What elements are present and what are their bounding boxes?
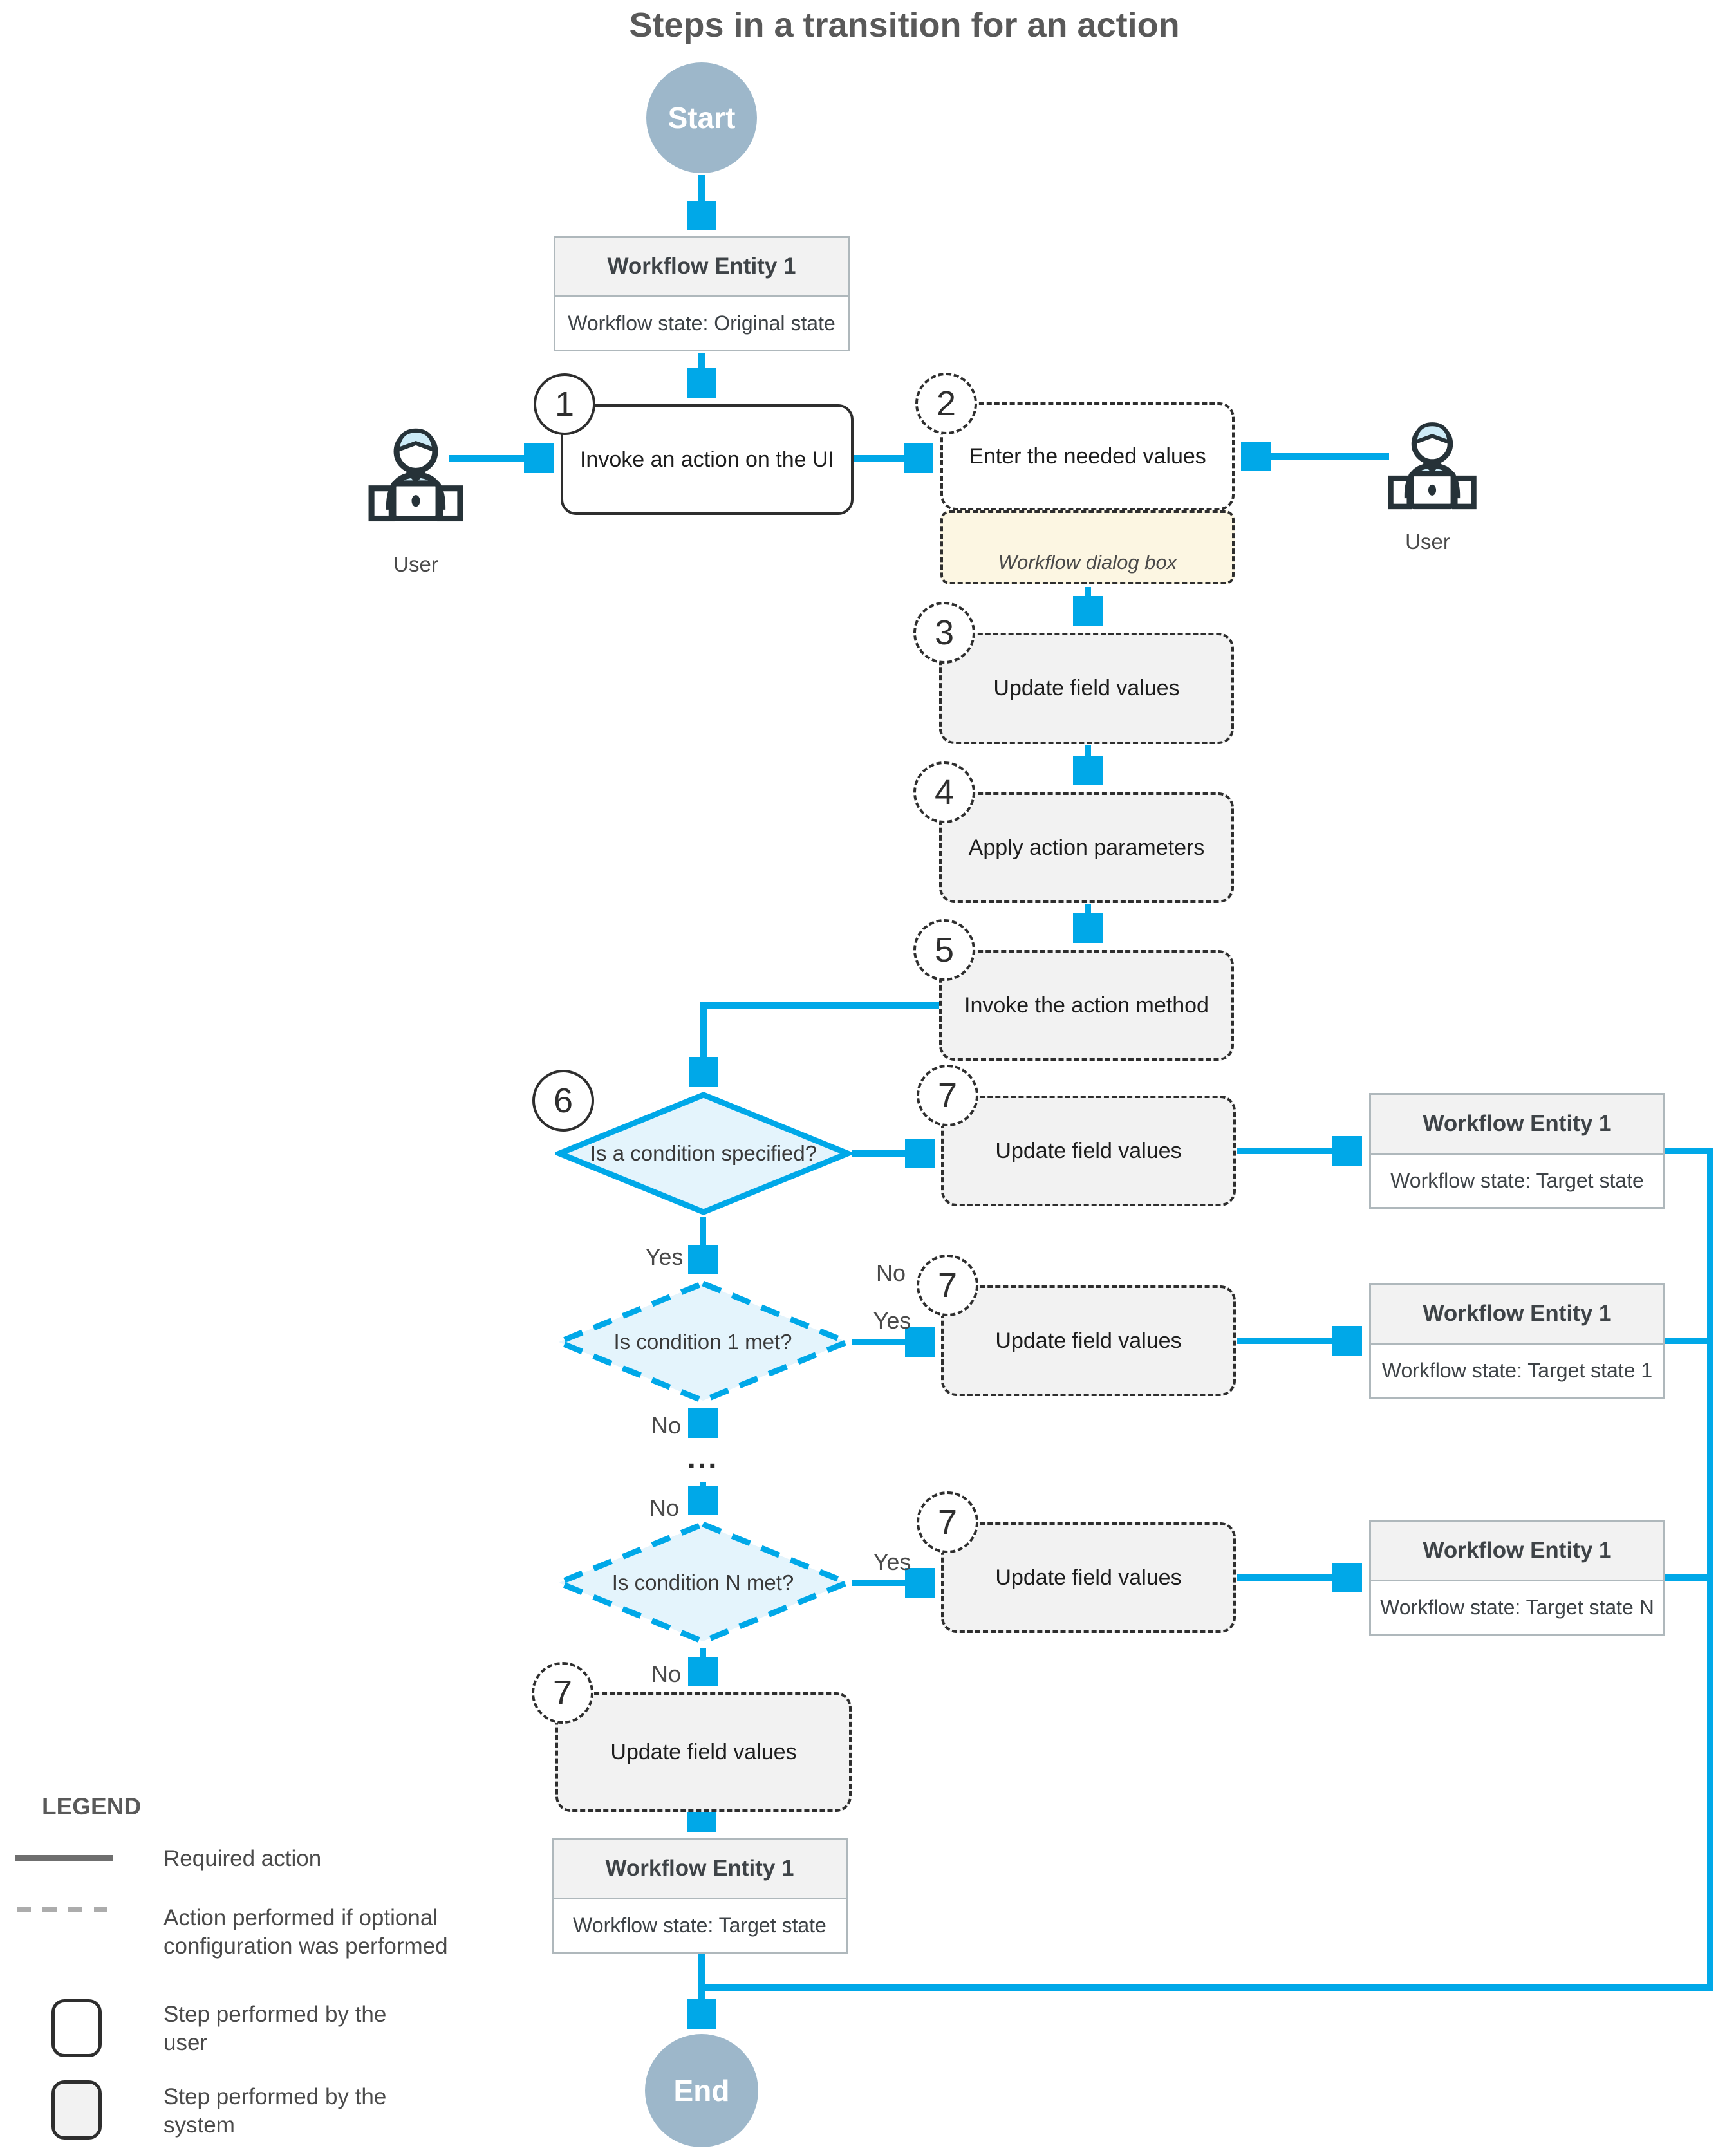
entity-state: Workflow state: Target state <box>573 1914 826 1937</box>
branch-label-no: No <box>651 1412 682 1439</box>
decision-condition-specified-shape <box>555 1092 852 1215</box>
decision-condition-1-shape <box>554 1280 852 1404</box>
branch-label-yes: Yes <box>873 1307 911 1334</box>
legend-required-label: Required action <box>163 1846 322 1871</box>
entity-state: Workflow state: Target state 1 <box>1381 1359 1653 1382</box>
step-label: Update field values <box>995 1138 1182 1163</box>
step-enter-needed-values: Enter the needed values <box>940 402 1235 510</box>
step-label: Enter the needed values <box>969 443 1206 469</box>
entity-title: Workflow Entity 1 <box>555 238 848 297</box>
connector-entity-row1-to-trunk <box>705 1148 1713 1991</box>
branch-label-yes: Yes <box>873 1549 911 1575</box>
decision-condition-specified-label: Is a condition specified? <box>590 1141 817 1165</box>
legend-user-step-label: Step performed by the user <box>163 2002 387 2056</box>
ellipsis-more-conditions: ... <box>687 1441 719 1475</box>
entity-target-state-n: Workflow Entity 1 Workflow state: Target… <box>1369 1520 1665 1636</box>
user-right-icon <box>1388 422 1477 510</box>
decision-condition-n-shape <box>554 1521 852 1645</box>
start-terminator: Start <box>646 62 757 173</box>
step-label: Apply action parameters <box>968 835 1205 860</box>
entity-target-state-1: Workflow Entity 1 Workflow state: Target… <box>1369 1283 1665 1399</box>
end-terminator: End <box>645 2034 758 2147</box>
legend-optional-line <box>17 1907 107 1912</box>
badge-step-7-row2: 7 <box>917 1255 978 1316</box>
step-label: Update field values <box>995 1328 1182 1353</box>
diagram-title: Steps in a transition for an action <box>629 6 1180 44</box>
badge-step-7-row1: 7 <box>917 1065 978 1126</box>
entity-state: Workflow state: Target state N <box>1380 1596 1654 1619</box>
branch-label-yes: Yes <box>645 1244 684 1270</box>
step-label: Update field values <box>995 1565 1182 1590</box>
legend-heading: LEGEND <box>42 1793 142 1820</box>
step-update-field-values-row2: Update field values <box>941 1285 1236 1396</box>
branch-label-no: No <box>651 1661 682 1687</box>
dialog-label: Workflow dialog box <box>998 551 1177 574</box>
entity-title: Workflow Entity 1 <box>554 1840 846 1899</box>
step-update-field-values-row3: Update field values <box>941 1522 1236 1633</box>
entity-title: Workflow Entity 1 <box>1371 1095 1663 1155</box>
entity-target-state-row1: Workflow Entity 1 Workflow state: Target… <box>1369 1093 1665 1209</box>
legend-optional-label: Action performed if optional configurati… <box>163 1905 448 1959</box>
entity-title: Workflow Entity 1 <box>1371 1285 1663 1345</box>
decision-condition-n-label: Is condition N met? <box>611 1571 794 1594</box>
branch-label-no: No <box>649 1495 680 1521</box>
legend-system-step-shape <box>51 2080 102 2140</box>
user-left-icon <box>368 428 463 522</box>
step-update-field-values-row1: Update field values <box>941 1096 1236 1206</box>
badge-step-7-row3: 7 <box>917 1491 978 1553</box>
badge-step-4: 4 <box>913 761 975 823</box>
step-update-field-values-bottom: Update field values <box>555 1692 852 1812</box>
entity-original-state: Workflow Entity 1 Workflow state: Origin… <box>554 236 850 351</box>
legend-user-step-shape <box>51 1999 102 2057</box>
step-invoke-action-method: Invoke the action method <box>939 950 1234 1061</box>
workflow-dialog-box: Workflow dialog box <box>940 510 1235 584</box>
step-label: Update field values <box>993 676 1180 700</box>
badge-step-2: 2 <box>915 373 977 434</box>
entity-state: Workflow state: Original state <box>568 312 835 335</box>
badge-step-5: 5 <box>913 919 975 981</box>
legend-system-step-label: Step performed by the system <box>163 2084 387 2138</box>
badge-step-7-bottom: 7 <box>532 1662 593 1724</box>
step-apply-action-parameters: Apply action parameters <box>939 792 1234 903</box>
entity-state: Workflow state: Target state <box>1390 1169 1644 1192</box>
step-label: Update field values <box>610 1739 797 1764</box>
badge-step-1: 1 <box>534 373 595 435</box>
step-update-field-values-3: Update field values <box>939 633 1234 744</box>
user-right-label: User <box>1405 530 1450 554</box>
connector-step5-to-decision-main <box>704 1002 939 1087</box>
step-invoke-action-ui: Invoke an action on the UI <box>561 404 854 515</box>
user-left-label: User <box>393 552 438 576</box>
legend-required-line <box>15 1855 113 1861</box>
step-label: Invoke the action method <box>964 993 1209 1018</box>
badge-step-6: 6 <box>532 1070 594 1132</box>
branch-label-no: No <box>875 1260 906 1286</box>
step-label: Invoke an action on the UI <box>579 447 835 472</box>
badge-step-3: 3 <box>913 602 975 664</box>
decision-condition-1-label: Is condition 1 met? <box>613 1330 792 1354</box>
entity-title: Workflow Entity 1 <box>1371 1522 1663 1581</box>
entity-target-state-bottom: Workflow Entity 1 Workflow state: Target… <box>552 1838 848 1954</box>
